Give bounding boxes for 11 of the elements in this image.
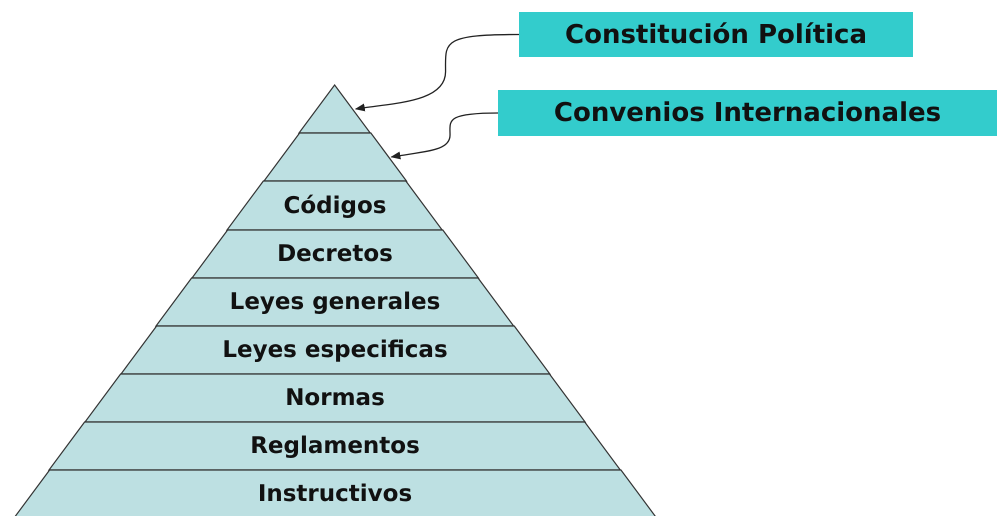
tier-label: Normas — [285, 385, 385, 411]
tier-label: Leyes especificas — [222, 337, 448, 363]
callout-label: Convenios Internacionales — [498, 90, 997, 136]
tier-label: Decretos — [277, 241, 393, 267]
tier-label: Instructivos — [258, 481, 412, 507]
curved-arrow — [390, 112, 498, 160]
tier-label: Leyes generales — [230, 289, 440, 315]
curved-arrow — [354, 34, 519, 112]
tier-label: Reglamentos — [250, 433, 420, 459]
tier-label: Códigos — [284, 192, 386, 218]
callout-label: Constitución Política — [519, 12, 913, 57]
